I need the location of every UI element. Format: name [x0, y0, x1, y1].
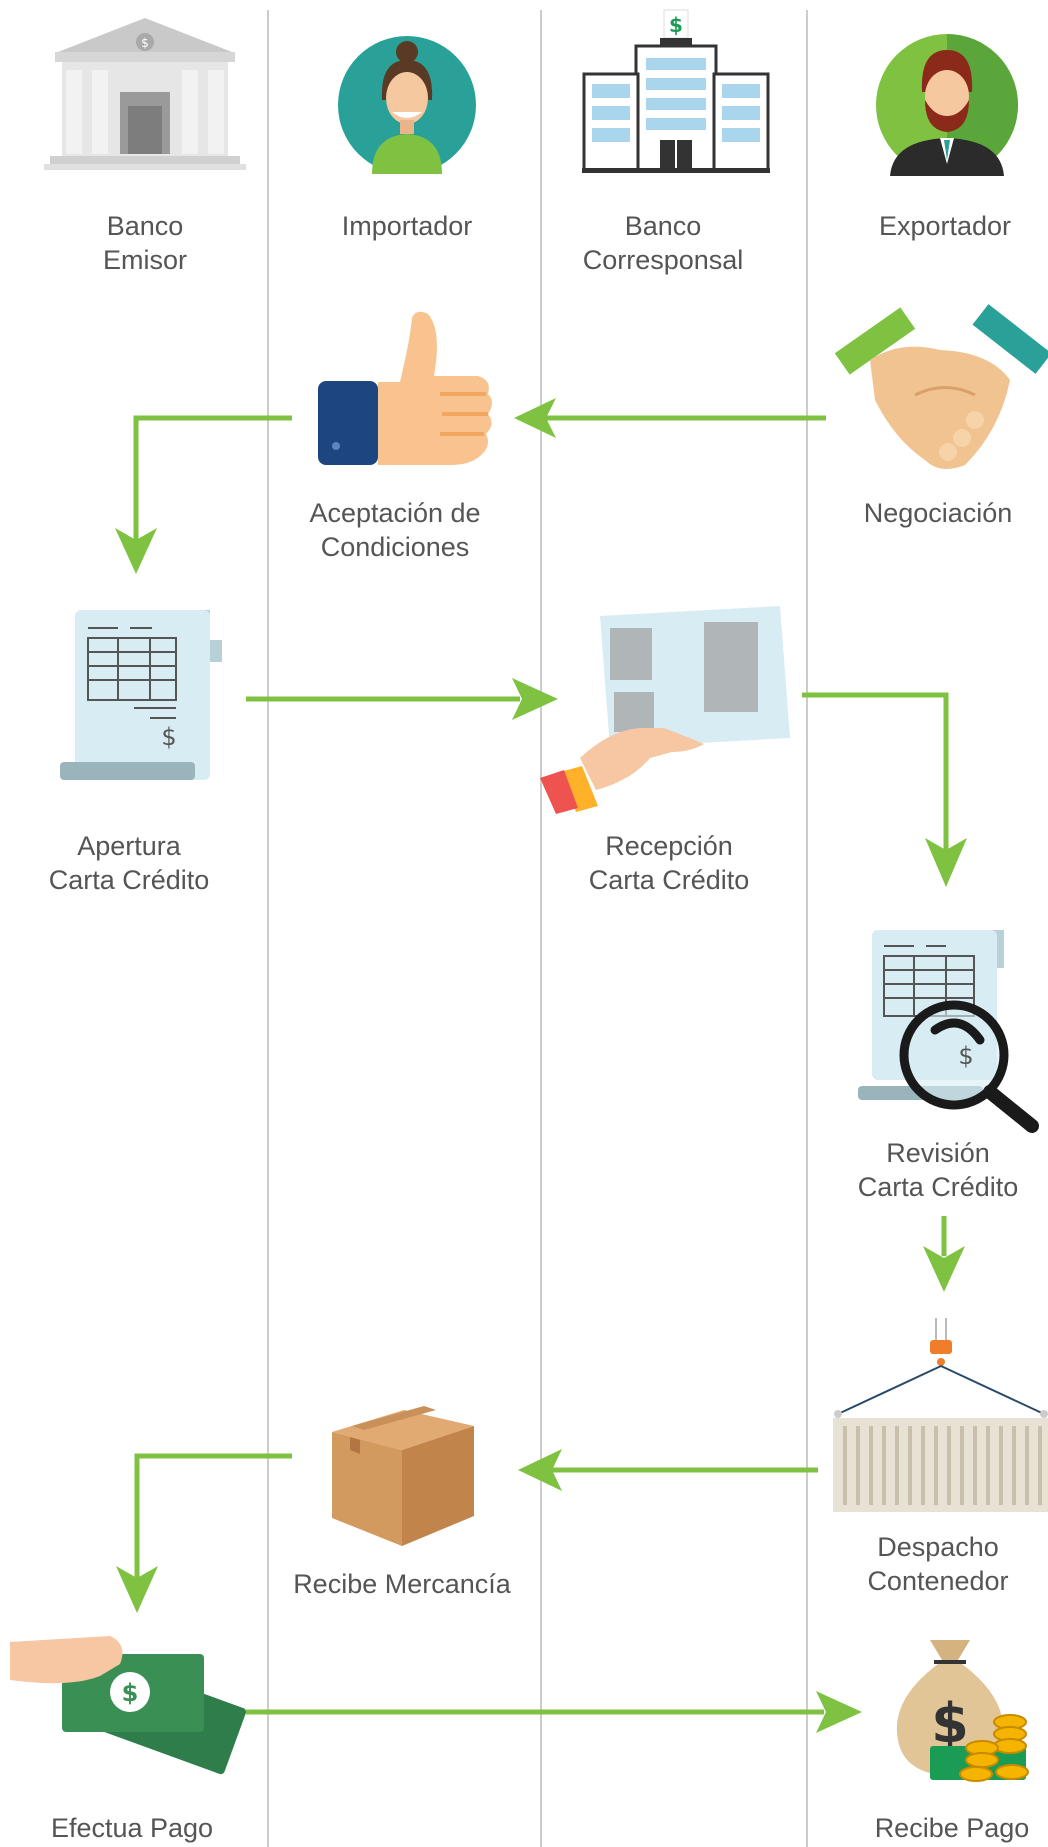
step-label-despacho: Despacho Contenedor — [838, 1530, 1038, 1598]
step-label-efectua-pago: Efectua Pago — [32, 1811, 232, 1845]
actor-label-banco-emisor: Banco Emisor — [45, 209, 245, 277]
actor-label-line: Emisor — [102, 245, 187, 275]
svg-text:$: $ — [122, 1679, 139, 1707]
svg-text:$: $ — [931, 1692, 969, 1755]
actor-label-line: Banco — [106, 211, 184, 241]
arrow-aceptacion-to-apertura — [133, 415, 292, 540]
office-building-icon: $ — [582, 9, 770, 173]
step-label-line: Carta Crédito — [588, 865, 750, 895]
bearded-man-avatar-icon — [876, 34, 1018, 176]
step-label-line: Aceptación de — [309, 498, 481, 528]
crane-container-icon — [833, 1318, 1048, 1512]
step-label-line: Condiciones — [320, 532, 470, 562]
arrowhead — [816, 1691, 862, 1733]
step-label-line: Despacho — [877, 1532, 999, 1562]
step-label-line: Efectua Pago — [50, 1813, 214, 1843]
actor-label-banco-corresponsal: Banco Corresponsal — [563, 209, 763, 277]
step-label-line: Carta Crédito — [857, 1172, 1019, 1202]
step-label-line: Recepción — [605, 831, 733, 861]
arrow-mercancia-to-pago — [134, 1453, 292, 1578]
step-label-line: Negociación — [863, 498, 1013, 528]
arrowhead — [514, 398, 556, 438]
step-label-line: Apertura — [77, 831, 181, 861]
invoice-document-icon: $ — [60, 610, 222, 780]
arrowhead — [923, 1246, 965, 1292]
arrow-recepcion-to-revision — [802, 692, 949, 850]
thumbs-up-icon — [318, 311, 492, 465]
actor-label-line: Exportador — [878, 211, 1012, 241]
step-label-recepcion: Recepción Carta Crédito — [569, 829, 769, 897]
hand-cash-icon: $ — [10, 1636, 247, 1775]
step-label-line: Recibe Mercancía — [293, 1569, 511, 1599]
arrowhead — [115, 528, 157, 574]
actor-label-line: Corresponsal — [582, 245, 744, 275]
handshake-icon — [834, 304, 1048, 469]
arrowhead — [116, 1566, 158, 1613]
arrowhead — [518, 1449, 562, 1491]
step-label-revision: Revisión Carta Crédito — [838, 1136, 1038, 1204]
step-label-apertura: Apertura Carta Crédito — [29, 829, 229, 897]
actor-label-importador: Importador — [307, 209, 507, 243]
step-label-line: Carta Crédito — [48, 865, 210, 895]
svg-text:$: $ — [141, 36, 149, 50]
step-label-negociacion: Negociación — [838, 496, 1038, 530]
flow-arrows — [115, 398, 967, 1733]
arrowhead — [925, 838, 967, 887]
svg-text:$: $ — [958, 1042, 973, 1070]
step-label-recibe-mercancia: Recibe Mercancía — [282, 1567, 522, 1601]
bank-building-icon: $ — [44, 18, 246, 170]
step-label-recibe-pago: Recibe Pago — [862, 1811, 1042, 1845]
hand-holding-document-icon — [540, 606, 790, 814]
actor-label-line: Banco — [624, 211, 702, 241]
step-label-line: Contenedor — [867, 1566, 1009, 1596]
actor-label-line: Importador — [341, 211, 473, 241]
svg-text:$: $ — [161, 723, 176, 751]
woman-avatar-icon — [338, 36, 476, 174]
cardboard-box-icon — [332, 1406, 474, 1546]
step-label-line: Recibe Pago — [874, 1813, 1030, 1843]
step-label-line: Revisión — [886, 1138, 990, 1168]
arrowhead — [512, 678, 558, 720]
svg-text:$: $ — [669, 13, 683, 37]
document-magnifier-icon: $ — [858, 930, 1039, 1133]
money-bag-icon: $ — [896, 1640, 1029, 1782]
lane-dividers — [267, 10, 808, 1847]
actor-label-exportador: Exportador — [845, 209, 1045, 243]
step-label-aceptacion: Aceptación de Condiciones — [290, 496, 500, 564]
